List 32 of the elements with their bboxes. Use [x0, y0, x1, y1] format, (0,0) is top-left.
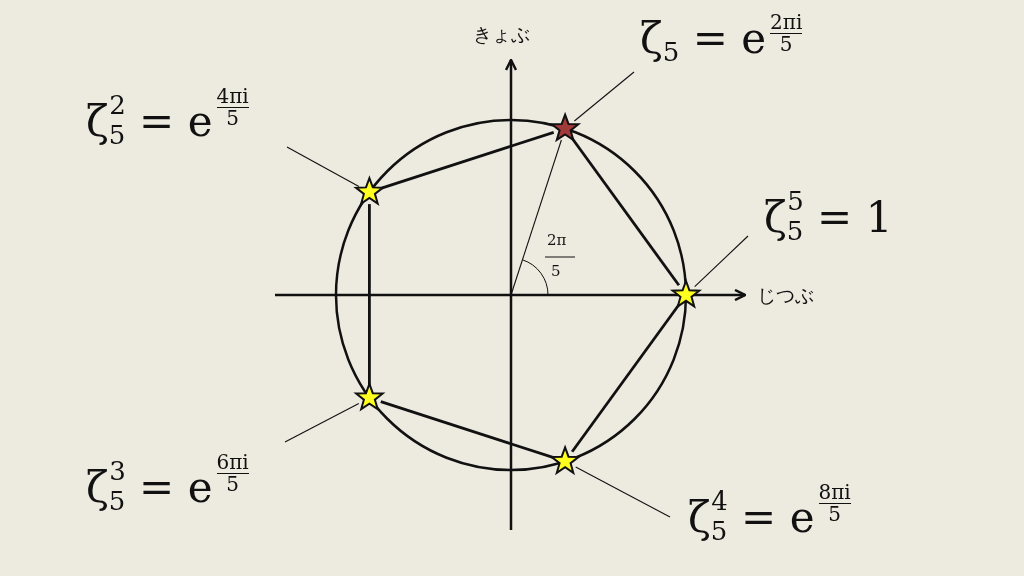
leader-line — [694, 235, 749, 288]
exponent-denominator: 5 — [770, 33, 803, 56]
leader-line — [575, 466, 671, 518]
formula-text: ζ$_{5}$$^{5}$ = 1 — [764, 188, 893, 244]
star-marker — [549, 444, 582, 476]
radius-line — [510, 139, 562, 296]
star-marker — [549, 111, 582, 143]
polygon-side — [380, 130, 555, 190]
formula-text: ζ$_{5}$$^{4}$ = e — [688, 488, 815, 544]
axis-label: きょぶ — [473, 22, 530, 47]
polygon-side — [570, 303, 681, 453]
exponent-numerator: 8πi — [818, 482, 851, 504]
formula-text: ζ$_{5}$ = e — [640, 18, 767, 65]
leader-line — [573, 71, 635, 122]
exponent-numerator: 4πi — [216, 86, 249, 108]
polygon-side — [368, 204, 371, 386]
axis-label: じつぶ — [757, 283, 814, 308]
angle-denominator: 5 — [551, 262, 561, 280]
exponent-numerator: 6πi — [216, 452, 249, 474]
formula-text: ζ$_{5}$$^{3}$ = e — [86, 458, 213, 514]
exponent-denominator: 5 — [818, 503, 851, 526]
exponent-denominator: 5 — [216, 107, 249, 130]
polygon-side — [570, 137, 681, 287]
star-marker — [353, 381, 386, 412]
exponent-denominator: 5 — [216, 473, 249, 496]
angle-numerator: 2π — [547, 231, 567, 249]
leader-line — [284, 402, 360, 443]
star-marker — [353, 175, 386, 206]
leader-line — [286, 146, 360, 187]
formula-text: ζ$_{5}$$^{2}$ = e — [86, 92, 213, 148]
star-marker — [669, 278, 703, 309]
exponent-numerator: 2πi — [770, 12, 803, 34]
